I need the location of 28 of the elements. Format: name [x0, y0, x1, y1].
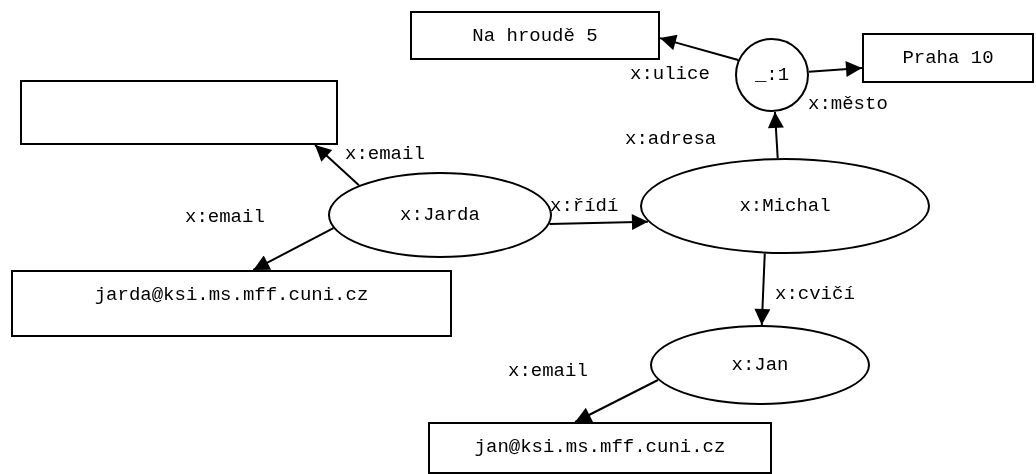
edge-label: x:cvičí [775, 283, 855, 305]
node-text: x:Jan [731, 354, 789, 376]
literal-box [410, 11, 660, 60]
arrow [767, 110, 784, 160]
edge-label: x:adresa [625, 128, 717, 150]
edge-label: x:email [345, 143, 425, 165]
node-text: jan@ksi.ms.mff.cuni.cz [474, 436, 726, 458]
arrow [574, 379, 659, 423]
node-text: x:Michal [739, 195, 831, 217]
arrow [314, 144, 360, 187]
literal-box [11, 270, 452, 337]
arrow [252, 227, 335, 271]
literal-box [428, 422, 772, 474]
box-node [20, 80, 338, 145]
arrow [807, 61, 863, 77]
arrow [659, 34, 740, 61]
arrow [754, 252, 771, 326]
edge-label: x:řídí [550, 195, 619, 217]
edge-label: x:email [185, 206, 265, 228]
node-text: _:1 [754, 64, 790, 86]
edge-label: x:email [508, 360, 588, 382]
node-text: Na hroudě 5 [472, 24, 598, 47]
node-text: x:Jarda [400, 204, 480, 226]
node-text: Praha 10 [902, 47, 994, 69]
node-text: jarda@ksi.ms.mff.cuni.cz [94, 284, 369, 306]
literal-box [862, 33, 1034, 83]
edge-label: x:ulice [630, 63, 710, 85]
edge-label: x:město [808, 93, 888, 115]
